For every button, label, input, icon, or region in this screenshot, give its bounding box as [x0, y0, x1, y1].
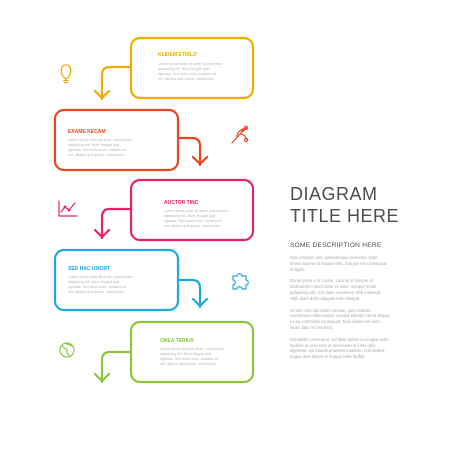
- diagram-title-line-2: TITLE HERE: [290, 206, 400, 226]
- step-2-text-line-3: egestas. Sed dolor nunc, sodales sit: [68, 148, 126, 152]
- step-1-text-line-4: vel, ultrices quis ipsum. Vestibulum: [158, 77, 214, 81]
- step-1-connector: [100, 65, 133, 101]
- lightbulb-icon: [60, 64, 72, 84]
- step-5-text-line-4: vel, ultrices quis ipsum. Vestibulum: [160, 362, 216, 366]
- puzzle-icon: [232, 273, 249, 290]
- step-2-arrow: [191, 155, 209, 166]
- step-1-arrow: [93, 89, 111, 100]
- step-5-text-line-3: egestas. Sed dolor nunc, sodales sit: [160, 357, 218, 361]
- diagram-subtitle: SOME DESCRIPTION HERE: [290, 242, 382, 249]
- step-1-text-line-3: egestas. Sed dolor nunc, sodales sit: [158, 72, 216, 76]
- step-3: AUCTOR TINC Lorem ipsum dolor sit amet, …: [58, 178, 255, 242]
- step-2-box: [53, 108, 180, 172]
- step-3-connector: [100, 207, 133, 240]
- step-2: EXAME KECAM Lorem ipsum dolor sit amet, …: [53, 108, 249, 172]
- step-4-title: SED HAC UMORT: [68, 266, 110, 272]
- step-3-title: AUCTOR TINC: [164, 200, 199, 206]
- step-5-connector: [100, 350, 133, 384]
- step-5-text-line-1: Lorem ipsum dolor sit amet, consectetur: [160, 347, 225, 351]
- step-4-arrow: [191, 297, 209, 308]
- branch-icon: [231, 125, 249, 144]
- chart-icon: [58, 200, 78, 217]
- diagram-title: DIAGRAM TITLE HERE: [290, 183, 400, 227]
- step-5-text-line-2: adipiscing elit. Nunc feugiat quis: [160, 352, 212, 356]
- step-4: SED HAC UMORT Lorem ipsum dolor sit amet…: [53, 248, 249, 312]
- description-paragraph-2: Donec justo a In Lorem. Lacinia id sempe…: [290, 278, 382, 301]
- step-1-title: KLIDEM ETIRLO: [158, 52, 197, 58]
- description-paragraph-1: mpe proidum sem pellentesque senectus. D…: [290, 255, 387, 272]
- step-1: KLIDEM ETIRLO Lorem ipsum dolor sit amet…: [60, 36, 255, 101]
- step-3-text-line-2: adipiscing elit. Nunc feugiat quis: [164, 214, 216, 218]
- diagram-title-line-1: DIAGRAM: [290, 184, 378, 204]
- step-4-text-line-1: Lorem ipsum dolor sit amet, consectetur: [68, 275, 133, 279]
- step-1-text-line-1: Lorem ipsum dolor sit amet, consectetur: [158, 62, 223, 66]
- step-4-connector: [176, 278, 202, 309]
- step-4-text-line-4: vel, ultrices quis ipsum. Vestibulum: [68, 290, 124, 294]
- description-panel: DIAGRAM TITLE HERE SOME DESCRIPTION HERE…: [290, 183, 400, 360]
- step-4-text-line-2: adipiscing elit. Nunc feugiat quis: [68, 280, 120, 284]
- step-1-text-line-2: adipiscing elit. Nunc feugiat quis: [158, 67, 210, 71]
- step-3-arrow: [93, 228, 111, 239]
- step-3-text-line-3: egestas. Sed dolor nunc, sodales sit: [164, 219, 222, 223]
- step-5: ONEA TERIUS Lorem ipsum dolor sit amet, …: [59, 320, 255, 384]
- step-5-arrow: [93, 372, 111, 383]
- description-paragraph-4: Kmolestie consequat, vel illum dolore eu…: [290, 336, 389, 360]
- step-2-connector: [176, 136, 202, 167]
- step-4-text-line-3: egestas. Sed dolor nunc, sodales sit: [68, 285, 126, 289]
- step-2-text-line-4: vel, ultrices quis ipsum. Vestibulum: [68, 153, 124, 157]
- step-2-text-line-1: Lorem ipsum dolor sit amet, consectetur: [68, 138, 133, 142]
- description-paragraph-3: Ut wisi enim ad minim veniam, quis nostr…: [290, 307, 390, 330]
- step-5-title: ONEA TERIUS: [160, 338, 195, 344]
- step-2-title: EXAME KECAM: [68, 129, 106, 135]
- globe-icon: [59, 342, 75, 358]
- step-3-text-line-4: vel, ultrices quis ipsum. Vestibulum: [164, 224, 220, 228]
- step-3-text-line-1: Lorem ipsum dolor sit amet, consectetur: [164, 209, 229, 213]
- step-2-text-line-2: adipiscing elit. Nunc feugiat quis: [68, 143, 120, 147]
